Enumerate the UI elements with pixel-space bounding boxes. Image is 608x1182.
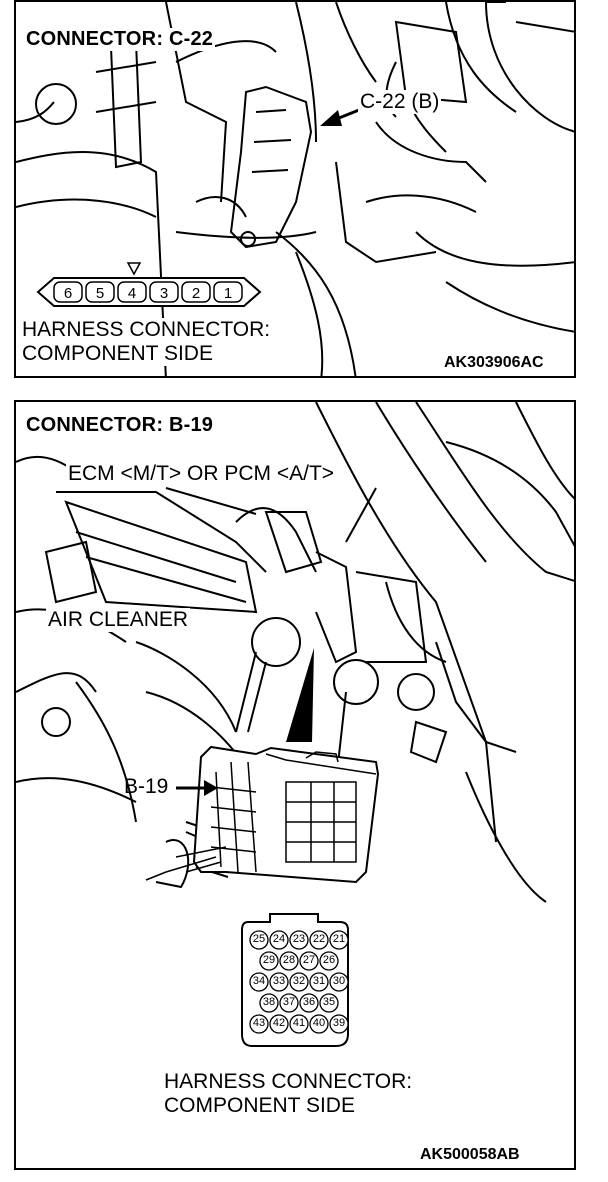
pin-label: 22 [312,933,326,945]
figure-code: AK500058AB [420,1146,520,1163]
pin-label: 42 [272,1017,286,1029]
pin-label: 36 [302,996,316,1008]
caption-line-1: HARNESS CONNECTOR: [20,318,273,342]
pin-label: 39 [332,1017,346,1029]
pin-label: 43 [252,1017,266,1029]
pin-label: 32 [292,975,306,987]
pin-label: 29 [262,954,276,966]
pin-label: 5 [95,285,105,302]
pin-label: 41 [292,1017,306,1029]
pin-label: 27 [302,954,316,966]
caption-line-2: COMPONENT SIDE [162,1094,357,1118]
pin-label: 23 [292,933,306,945]
pin-label: 4 [127,285,137,302]
pin-label: 30 [332,975,346,987]
caption-line-2: COMPONENT SIDE [20,342,215,366]
caption-line-1: HARNESS CONNECTOR: [162,1070,415,1094]
connector-callout-label: B-19 [124,775,169,798]
engine-bay-illustration-b19 [16,402,574,1047]
callout-label: C-22 (B) [358,90,442,114]
pin-label: 35 [322,996,336,1008]
pin-label: 3 [159,285,169,302]
pin-label: 1 [223,285,233,302]
pin-label: 6 [63,285,73,302]
pin-label: 24 [272,933,286,945]
pin-label: 31 [312,975,326,987]
figure-code: AK303906AC [444,354,544,371]
connector-title: CONNECTOR: C-22 [24,28,216,51]
pin-label: 37 [282,996,296,1008]
pin-label: 26 [322,954,336,966]
engine-bay-illustration-c22 [16,2,574,376]
pin-label: 25 [252,933,266,945]
connector-c22-panel: CONNECTOR: C-22 C-22 (B) 6 5 4 3 2 1 HAR… [14,0,576,378]
air-cleaner-label: AIR CLEANER [46,608,191,632]
connector-title: CONNECTOR: B-19 [24,414,216,437]
pin-label: 2 [191,285,201,302]
pin-label: 21 [332,933,346,945]
connector-b19-panel: CONNECTOR: B-19 ECM <M/T> OR PCM <A/T> A… [14,400,576,1170]
ecm-label: ECM <M/T> OR PCM <A/T> [66,462,337,486]
pin-label: 28 [282,954,296,966]
pin-label: 38 [262,996,276,1008]
pin-label: 33 [272,975,286,987]
pin-label: 34 [252,975,266,987]
pin-label: 40 [312,1017,326,1029]
